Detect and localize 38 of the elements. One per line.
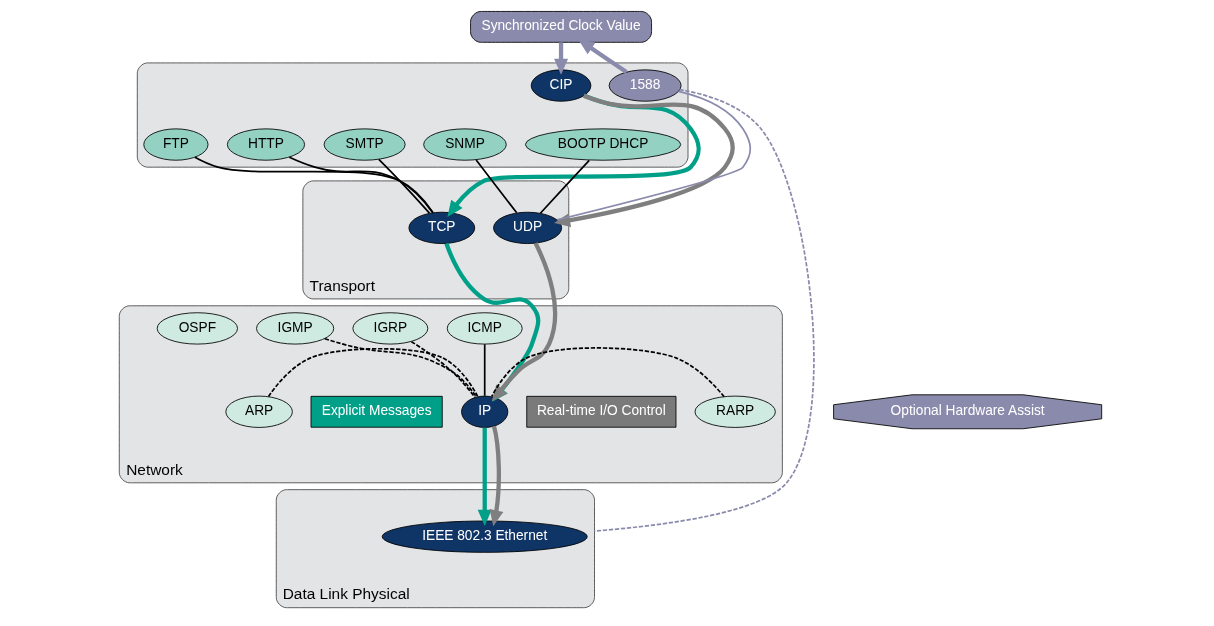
node-box: Real-time I/O Control [526, 395, 677, 428]
node-ellipse: HTTP [226, 128, 305, 161]
connector [410, 340, 476, 399]
node-ellipse: UDP [493, 211, 563, 244]
connector [556, 90, 752, 221]
node-box: Synchronized Clock Value [470, 11, 652, 43]
node-ellipse: IGRP [352, 312, 429, 345]
connector [483, 343, 486, 397]
node-ellipse: OSPF [156, 312, 238, 345]
arrow [554, 42, 569, 75]
node-ellipse: BOOTP DHCP [525, 128, 682, 161]
connector [267, 347, 479, 398]
node-ellipse: SNMP [423, 128, 507, 161]
connector [593, 88, 815, 532]
arrow [477, 427, 492, 526]
node-ellipse: IGMP [256, 312, 335, 345]
connector [288, 156, 434, 214]
connector [194, 156, 434, 214]
node-ellipse: FTP [143, 128, 209, 161]
arrow [447, 93, 701, 217]
node-ellipse: ICMP [446, 312, 523, 345]
connector [377, 158, 431, 215]
node-ellipse: ARP [225, 395, 293, 428]
node-ellipse: 1588 [608, 69, 682, 102]
node-ellipse: CIP [530, 69, 592, 102]
node-ellipse: SMTP [323, 128, 406, 161]
node-ellipse: IP [461, 395, 509, 428]
node-box: Explicit Messages [310, 395, 443, 428]
node-ellipse: IEEE 802.3 Ethernet [381, 520, 588, 553]
node-ellipse: RARP [694, 395, 776, 428]
arrow [554, 93, 735, 228]
node-ellipse: TCP [408, 211, 476, 244]
connector [539, 159, 591, 215]
connector [490, 347, 725, 398]
connector [475, 159, 518, 214]
arrow [489, 425, 504, 527]
connector [323, 337, 478, 398]
cluster [136, 62, 689, 168]
